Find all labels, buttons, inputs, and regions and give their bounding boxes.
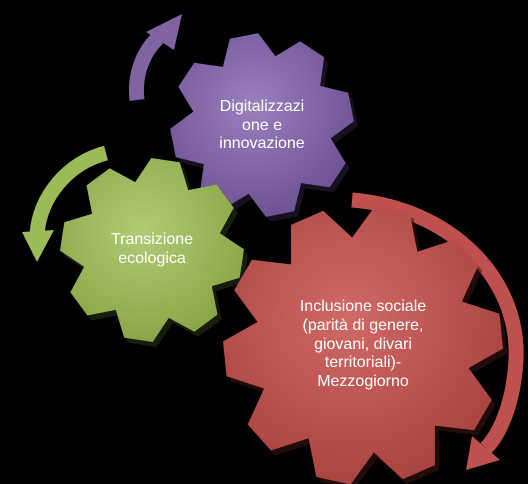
red-cycle-arrow: [351, 192, 524, 454]
gear-social-line-2: (parità di genere,: [302, 316, 424, 334]
gear-digital-line-3: innovazione: [219, 135, 305, 153]
gear-green-line-2: ecologica: [118, 250, 186, 267]
gear-social-line-1: Inclusione sociale: [299, 297, 427, 315]
green-arrowhead-icon: [22, 230, 54, 262]
gear-social-line-3: giovani, divari: [314, 335, 412, 353]
purple-cycle-arrow: [128, 32, 164, 101]
gear-social-label: Inclusione sociale (parità di genere, gi…: [263, 283, 463, 407]
red-arrowhead-icon: [466, 436, 500, 470]
gear-green-line-1: Transizione: [110, 231, 194, 249]
gear-green-label: Transizione ecologica: [82, 222, 222, 278]
gear-digital-line-2: one e: [241, 116, 283, 134]
green-cycle-arrow: [29, 145, 109, 235]
gear-digital-label: Digitalizzazi one e innovazione: [183, 80, 341, 172]
purple-arrowhead-icon: [146, 14, 182, 50]
gear-social-line-5: Mezzogiorno: [317, 373, 409, 391]
gear-social: [223, 205, 507, 484]
gear-green: [60, 158, 248, 347]
gear-digital-line-1: Digitalizzazi: [219, 97, 305, 115]
gear-digital: [170, 33, 358, 222]
gear-social-line-4: territoriali)-: [324, 354, 402, 372]
